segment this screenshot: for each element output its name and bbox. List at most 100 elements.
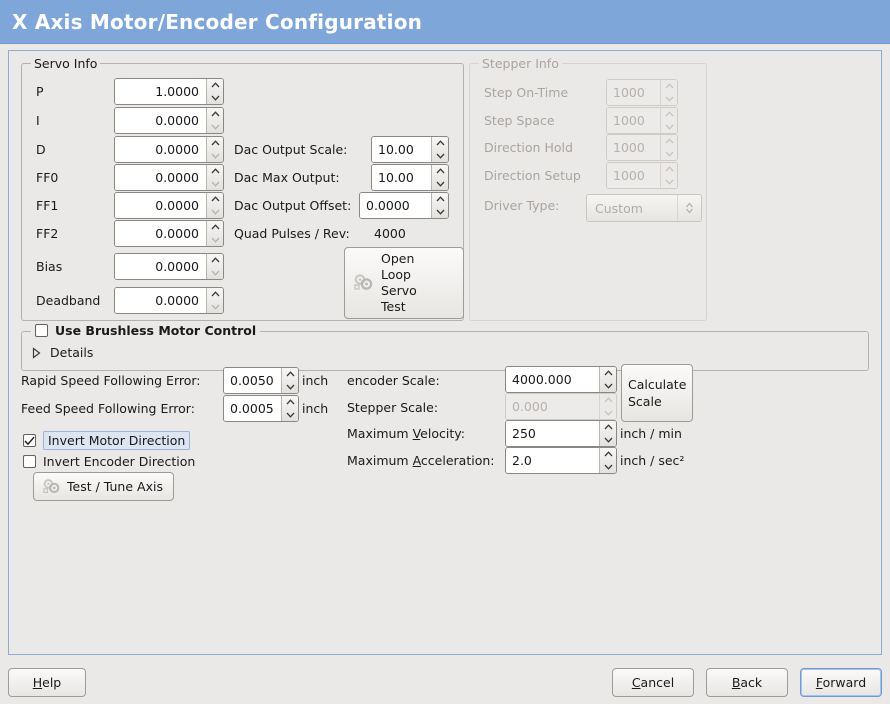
spinner-down-icon[interactable] <box>207 150 223 163</box>
spinner-up-icon[interactable] <box>207 137 223 150</box>
spinner-buttons[interactable] <box>431 165 448 190</box>
details-expander[interactable]: Details <box>31 345 93 360</box>
spinner-buttons[interactable] <box>599 448 616 473</box>
spinner-buttons[interactable] <box>431 193 448 218</box>
rapid-speed-following-error-spin[interactable]: 0.0050 <box>223 367 299 394</box>
checkbox-box[interactable] <box>23 455 36 468</box>
calculate-scale-button[interactable]: Calculate Scale <box>621 364 693 422</box>
servo-label-d: D <box>36 142 46 157</box>
spinner-up-icon[interactable] <box>432 137 448 150</box>
invert-motor-direction-checkbox[interactable]: Invert Motor Direction <box>23 431 191 450</box>
spinner-up-icon[interactable] <box>207 193 223 206</box>
spinner-down-icon[interactable] <box>207 301 223 314</box>
spinner-up-icon[interactable] <box>207 288 223 301</box>
spinner-up-icon[interactable] <box>600 367 616 380</box>
spinner-buttons[interactable] <box>206 165 223 190</box>
maximum-acceleration-spin[interactable]: 2.0 <box>505 447 617 474</box>
spinner-buttons[interactable] <box>206 137 223 162</box>
spinner-buttons[interactable] <box>206 193 223 218</box>
spinner-up-icon[interactable] <box>432 165 448 178</box>
servo-spin-ff2[interactable]: 0.0000 <box>114 220 224 247</box>
servo-spin-ff0[interactable]: 0.0000 <box>114 164 224 191</box>
servo-value-ff2[interactable]: 0.0000 <box>115 221 206 246</box>
spinner-buttons[interactable] <box>599 367 616 392</box>
spinner-down-icon[interactable] <box>207 121 223 134</box>
encoder-scale-spin[interactable]: 4000.000 <box>505 366 617 393</box>
dac-output-scale-spin[interactable]: 10.00 <box>371 136 449 163</box>
spinner-up-icon[interactable] <box>207 254 223 267</box>
spinner-up-icon[interactable] <box>432 193 448 206</box>
maximum-acceleration-value[interactable]: 2.0 <box>506 448 599 473</box>
dac-max-output-spin[interactable]: 10.00 <box>371 164 449 191</box>
servo-spin-p[interactable]: 1.0000 <box>114 78 224 105</box>
spinner-down-icon[interactable] <box>432 150 448 163</box>
spinner-up-icon[interactable] <box>207 221 223 234</box>
servo-value-p[interactable]: 1.0000 <box>115 79 206 104</box>
spinner-up-icon[interactable] <box>600 448 616 461</box>
forward-button[interactable]: Forward <box>800 668 882 697</box>
rapid-speed-following-error-value[interactable]: 0.0050 <box>224 368 281 393</box>
use-brushless-motor-control-checkbox[interactable]: Use Brushless Motor Control <box>31 323 261 338</box>
step-space-spin: 1000 <box>606 107 678 134</box>
feed-speed-following-error-value[interactable]: 0.0005 <box>224 396 281 421</box>
dac-output-offset-spin[interactable]: 0.0000 <box>359 192 449 219</box>
encoder-scale-value[interactable]: 4000.000 <box>506 367 599 392</box>
spinner-buttons[interactable] <box>206 288 223 313</box>
checkbox-box[interactable] <box>35 324 48 337</box>
maximum-velocity-spin[interactable]: 250 <box>505 420 617 447</box>
spinner-buttons[interactable] <box>206 221 223 246</box>
spinner-up-icon[interactable] <box>207 79 223 92</box>
spinner-down-icon[interactable] <box>207 92 223 105</box>
cancel-button[interactable]: Cancel <box>612 668 694 697</box>
dac-max-output-value[interactable]: 10.00 <box>372 165 431 190</box>
back-button[interactable]: Back <box>706 668 788 697</box>
spinner-up-icon[interactable] <box>282 396 298 409</box>
triangle-right-icon[interactable] <box>31 346 42 359</box>
step-space-label: Step Space <box>484 113 555 128</box>
servo-value-i[interactable]: 0.0000 <box>115 108 206 133</box>
servo-value-ff0[interactable]: 0.0000 <box>115 165 206 190</box>
spinner-down-icon[interactable] <box>207 267 223 280</box>
test-tune-axis-button[interactable]: Test / Tune Axis <box>33 472 174 501</box>
spinner-down-icon[interactable] <box>432 206 448 219</box>
spinner-buttons[interactable] <box>281 396 298 421</box>
spinner-down-icon[interactable] <box>282 409 298 422</box>
spinner-buttons[interactable] <box>206 79 223 104</box>
spinner-up-icon[interactable] <box>207 165 223 178</box>
spinner-down-icon[interactable] <box>600 380 616 393</box>
spinner-up-icon[interactable] <box>207 108 223 121</box>
spinner-buttons[interactable] <box>599 421 616 446</box>
dac-output-offset-value[interactable]: 0.0000 <box>360 193 431 218</box>
dac-output-scale-value[interactable]: 10.00 <box>372 137 431 162</box>
checkbox-box[interactable] <box>23 434 36 447</box>
spinner-down-icon[interactable] <box>207 206 223 219</box>
invert-encoder-direction-checkbox[interactable]: Invert Encoder Direction <box>23 454 195 469</box>
open-loop-servo-test-button[interactable]: Open Loop Servo Test <box>344 247 464 319</box>
spinner-down-icon[interactable] <box>207 234 223 247</box>
spinner-buttons <box>599 394 616 419</box>
servo-spin-i[interactable]: 0.0000 <box>114 107 224 134</box>
servo-spin-bias[interactable]: 0.0000 <box>114 253 224 280</box>
feed-speed-following-error-spin[interactable]: 0.0005 <box>223 395 299 422</box>
maximum-velocity-value[interactable]: 250 <box>506 421 599 446</box>
spinner-down-icon[interactable] <box>282 381 298 394</box>
servo-spin-d[interactable]: 0.0000 <box>114 136 224 163</box>
spinner-down-icon[interactable] <box>600 434 616 447</box>
servo-spin-deadband[interactable]: 0.0000 <box>114 287 224 314</box>
spinner-down-icon[interactable] <box>432 178 448 191</box>
spinner-buttons[interactable] <box>281 368 298 393</box>
servo-spin-ff1[interactable]: 0.0000 <box>114 192 224 219</box>
spinner-buttons[interactable] <box>206 108 223 133</box>
help-button[interactable]: Help <box>8 668 86 697</box>
spinner-up-icon[interactable] <box>282 368 298 381</box>
spinner-up-icon[interactable] <box>600 421 616 434</box>
spinner-buttons[interactable] <box>206 254 223 279</box>
servo-value-bias[interactable]: 0.0000 <box>115 254 206 279</box>
spinner-buttons <box>660 163 677 188</box>
servo-value-d[interactable]: 0.0000 <box>115 137 206 162</box>
servo-value-deadband[interactable]: 0.0000 <box>115 288 206 313</box>
spinner-down-icon[interactable] <box>600 461 616 474</box>
spinner-buttons[interactable] <box>431 137 448 162</box>
servo-value-ff1[interactable]: 0.0000 <box>115 193 206 218</box>
spinner-down-icon[interactable] <box>207 178 223 191</box>
